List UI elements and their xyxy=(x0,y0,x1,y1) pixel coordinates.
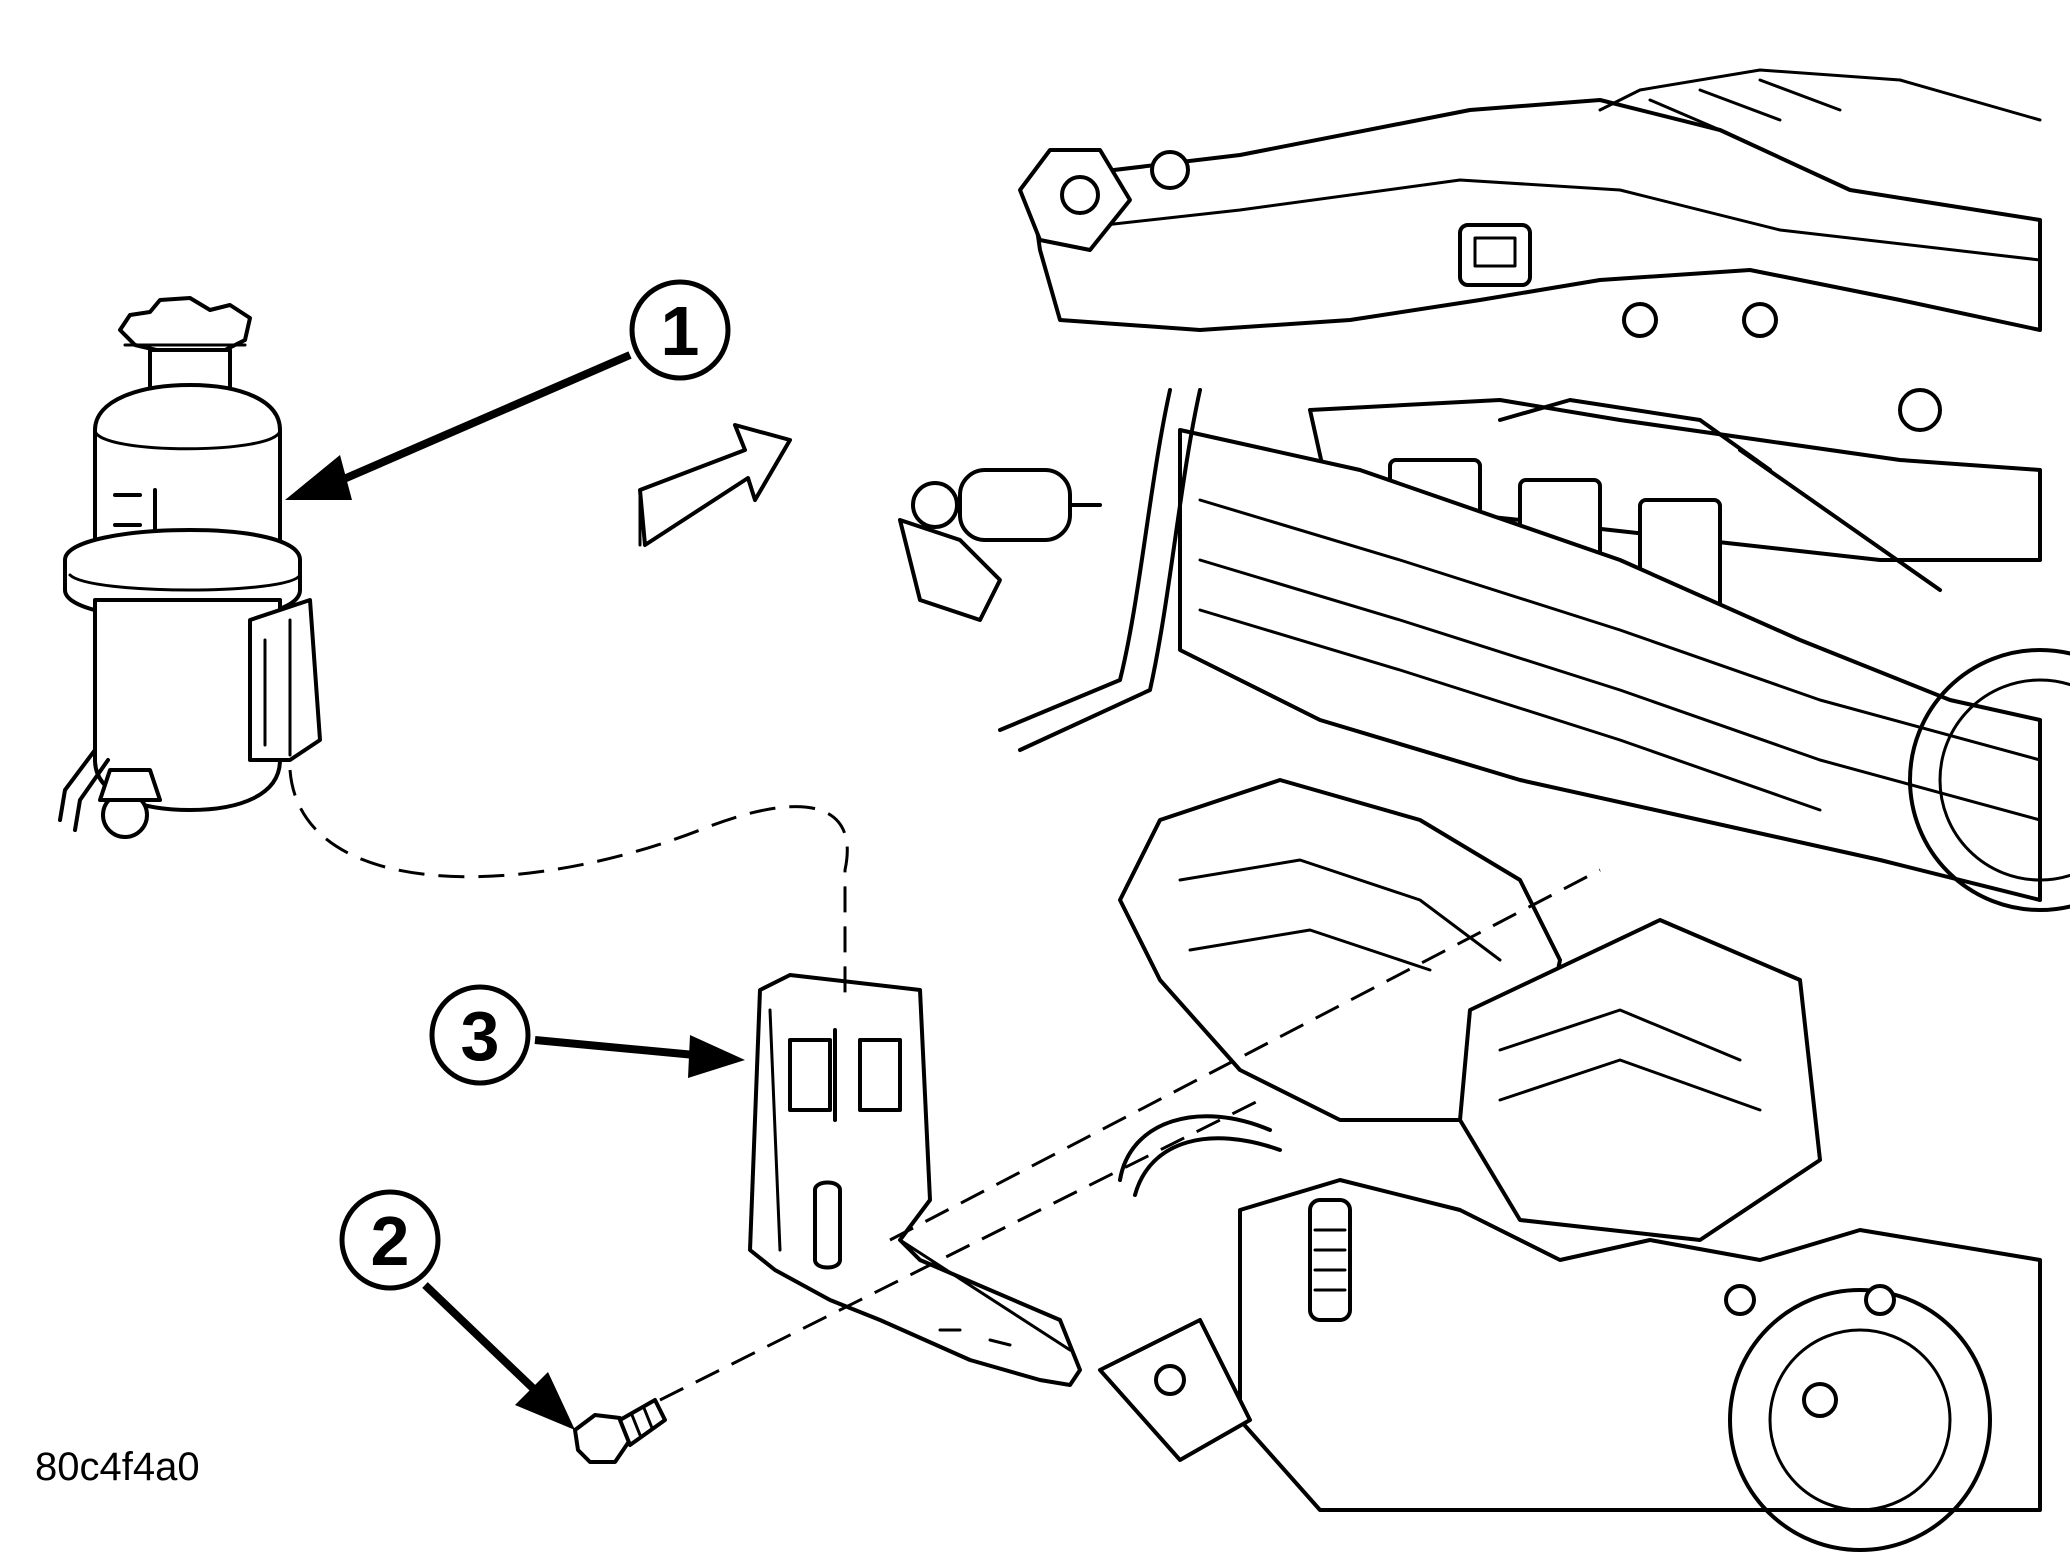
callout-3: 3 xyxy=(429,984,745,1086)
direction-arrow-icon xyxy=(638,423,792,547)
callout-2: 2 xyxy=(339,1189,575,1430)
svg-text:3: 3 xyxy=(461,997,500,1075)
svg-text:2: 2 xyxy=(371,1202,410,1280)
alignment-lines xyxy=(288,769,1601,1402)
bolt xyxy=(573,1398,667,1464)
svg-text:1: 1 xyxy=(661,292,700,370)
figure-id: 80c4f4a0 xyxy=(35,1445,200,1489)
reservoir xyxy=(58,296,322,839)
engine-assembly xyxy=(898,68,2070,1552)
bracket xyxy=(748,973,1082,1387)
callout-1: 1 xyxy=(285,279,731,500)
